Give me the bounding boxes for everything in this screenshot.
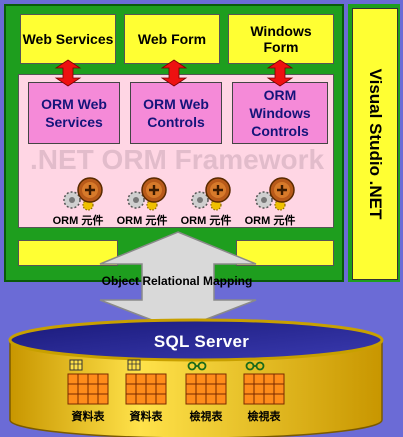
orm-windows-controls-label: ORM Windows Controls	[249, 86, 311, 140]
orm-web-services-box: ORM Web Services	[28, 82, 120, 144]
table-label: 資料表	[129, 411, 163, 423]
orm-web-controls-label: ORM Web Controls	[143, 95, 209, 130]
visual-studio-box: Visual Studio .NET	[352, 8, 398, 280]
orm-component-label: ORM 元件	[244, 215, 296, 227]
glasses-icon	[245, 361, 265, 371]
double-arrow-icon	[266, 59, 294, 87]
web-form-label: Web Form	[137, 30, 207, 47]
orm-component-label: ORM 元件	[116, 215, 168, 227]
framework-watermark: .NET ORM Framework	[30, 144, 325, 175]
table-icon	[127, 359, 141, 371]
double-arrow-icon	[160, 59, 188, 87]
web-form-box: Web Form	[124, 14, 220, 64]
windows-form-box: Windows Form	[228, 14, 334, 64]
view-label: 檢視表	[247, 411, 281, 423]
database-title: SQL Server	[153, 332, 250, 351]
mapping-label: Object Relational Mapping	[101, 274, 253, 288]
orm-windows-controls-box: ORM Windows Controls	[232, 82, 328, 144]
glasses-icon	[187, 361, 207, 371]
database-top	[8, 318, 384, 362]
framework-bottom-right-bar	[236, 240, 334, 266]
orm-web-controls-box: ORM Web Controls	[130, 82, 222, 144]
orm-component-label: ORM 元件	[180, 215, 232, 227]
double-arrow-icon	[54, 59, 82, 87]
orm-web-services-label: ORM Web Services	[41, 95, 107, 130]
windows-form-label: Windows Form	[250, 22, 312, 55]
web-services-box: Web Services	[20, 14, 116, 64]
framework-bottom-left-bar	[18, 240, 118, 266]
web-services-label: Web Services	[22, 30, 114, 47]
table-label: 資料表	[71, 411, 105, 423]
view-label: 檢視表	[189, 411, 223, 423]
orm-component-label: ORM 元件	[52, 215, 104, 227]
table-grids	[67, 373, 285, 405]
table-icon	[69, 359, 83, 371]
